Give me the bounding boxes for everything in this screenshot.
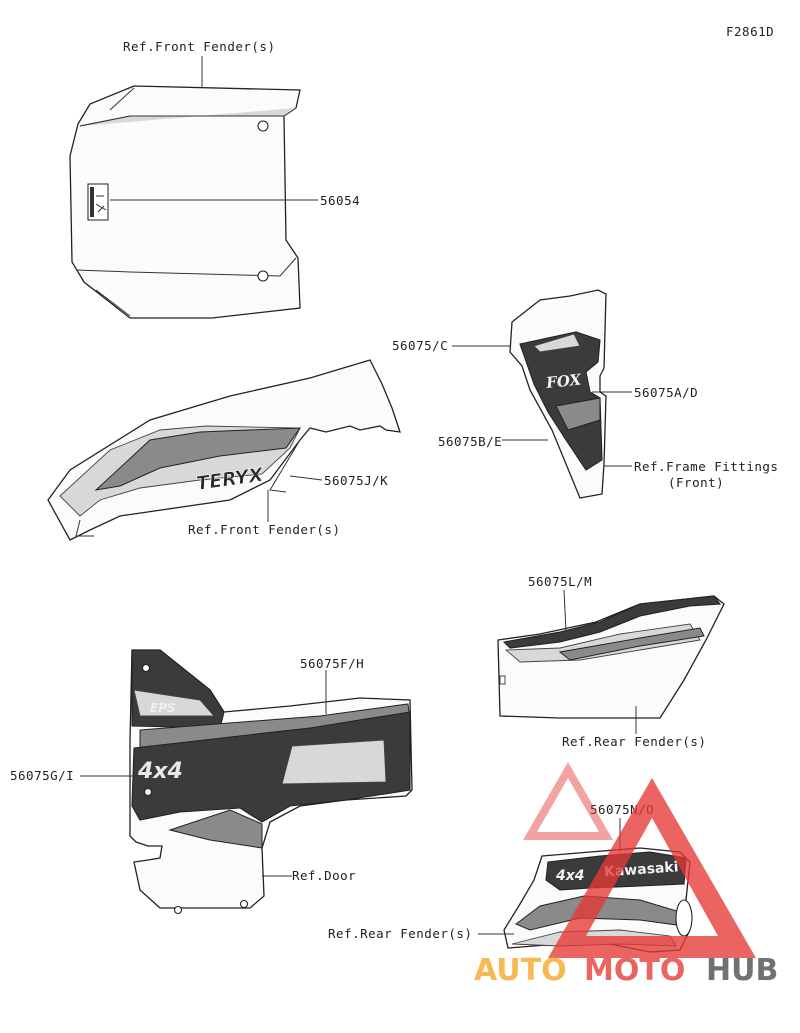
hood-panel — [69, 85, 301, 319]
eps-decal-text: EPS — [150, 701, 176, 715]
part-56075gi-label: 56075G/I — [10, 768, 74, 783]
watermark-auto-text: AUTO — [474, 953, 567, 988]
ref-front-fender-mid-label: Ref.Front Fender(s) — [188, 522, 341, 537]
mount-hole — [257, 120, 269, 132]
ref-front-fender-top-label: Ref.Front Fender(s) — [123, 39, 276, 54]
front-fender-side: TERYX — [47, 359, 401, 541]
four-by-four-decal-text: 4x4 — [137, 759, 183, 784]
ref-frame-fittings-sub-label: (Front) — [668, 475, 724, 490]
watermark-hub-text: HUB — [706, 953, 778, 988]
part-56054-label: 56054 — [320, 193, 360, 208]
part-56075c-label: 56075/C — [392, 338, 448, 353]
mount-hole — [239, 899, 249, 909]
ref-rear-fender-label-2: Ref.Rear Fender(s) — [328, 926, 472, 941]
mount-hole — [173, 905, 183, 915]
mount-hole — [141, 663, 151, 673]
fox-decal-text: FOX — [544, 370, 583, 392]
rear-fender-panel — [497, 595, 725, 719]
part-56075lm-label: 56075L/M — [528, 574, 592, 589]
side-body-panel: EPS 4x4 — [129, 649, 413, 915]
ref-door-label: Ref.Door — [292, 868, 356, 883]
mount-hole — [257, 270, 269, 282]
part-56075jk-label: 56075J/K — [324, 473, 388, 488]
ref-frame-fittings-label: Ref.Frame Fittings — [634, 459, 778, 474]
frame-fitting-front: FOX — [509, 289, 607, 499]
part-56075ad-label: 56075A/D — [634, 385, 698, 400]
ref-rear-fender-label-1: Ref.Rear Fender(s) — [562, 734, 706, 749]
part-56075fh-label: 56075F/H — [300, 656, 364, 671]
part-56075be-label: 56075B/E — [438, 434, 502, 449]
figure-id: F2861D — [726, 24, 774, 39]
watermark-triangle — [548, 778, 756, 958]
mount-hole — [143, 787, 153, 797]
watermark-logo: AUTO MOTO HUB — [474, 761, 778, 988]
watermark-moto-text: MOTO — [584, 953, 685, 988]
four-by-four-rear-decal-text: 4x4 — [555, 868, 585, 884]
